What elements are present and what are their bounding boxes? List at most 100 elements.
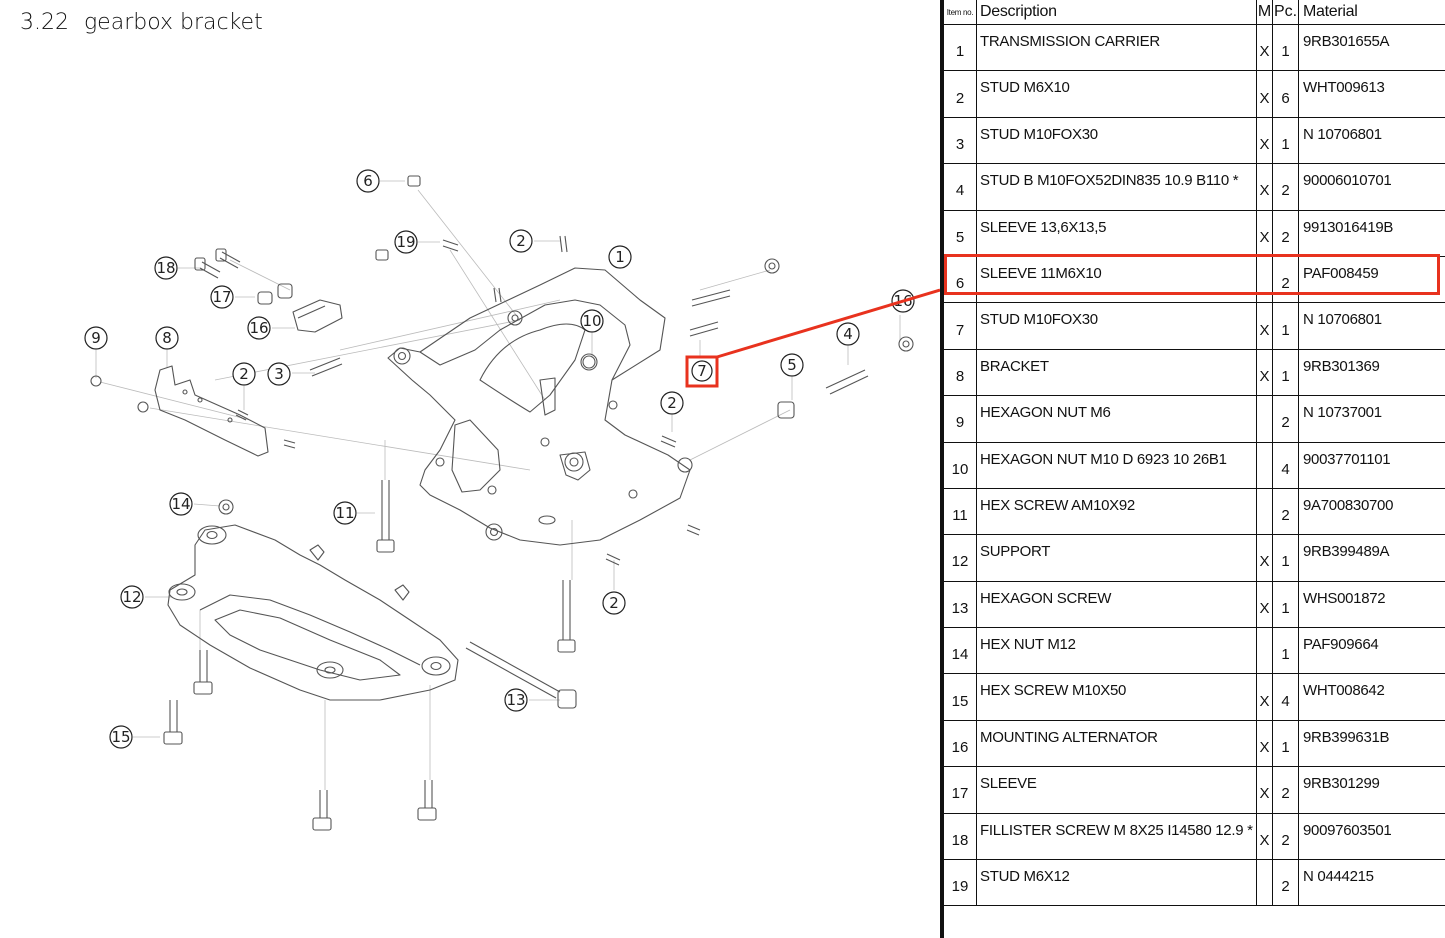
header-pc: Pc. [1272, 0, 1299, 25]
cell-material: N 0444215 [1298, 859, 1445, 907]
cell-material: N 10706801 [1298, 302, 1445, 350]
highlight-connector [716, 288, 940, 359]
callout: 2 [232, 362, 256, 386]
cell-description: HEXAGON NUT M6 [976, 395, 1257, 443]
callout: 5 [780, 353, 804, 377]
callout: 12 [120, 585, 144, 609]
cell-m: X [1256, 349, 1273, 397]
callout: 9 [84, 326, 108, 350]
cell-item-no: 5 [944, 210, 977, 257]
svg-text:8: 8 [162, 329, 172, 347]
cell-item-no: 2 [944, 70, 977, 118]
cell-pc: 6 [1272, 70, 1299, 118]
cell-material: PAF008459 [1298, 256, 1445, 304]
cell-m: X [1256, 24, 1273, 72]
cell-item-no: 6 [944, 256, 977, 304]
cell-description: STUD M6X10 [976, 70, 1257, 118]
cell-material: N 10706801 [1298, 117, 1445, 165]
svg-text:11: 11 [335, 504, 354, 522]
cell-material: 9RB301655A [1298, 24, 1445, 72]
cell-m [1256, 627, 1273, 675]
header-item-no: Item no. [944, 0, 977, 25]
callout: 2 [660, 391, 684, 415]
svg-text:9: 9 [91, 329, 101, 347]
cell-item-no: 16 [944, 720, 977, 768]
cell-item-no: 4 [944, 163, 977, 211]
panel-divider [940, 0, 944, 938]
svg-text:7: 7 [697, 362, 707, 380]
cell-m [1256, 256, 1273, 304]
page-title: 3.22 gearbox bracket [20, 10, 271, 35]
cell-m: X [1256, 581, 1273, 629]
cell-description: STUD M10FOX30 [976, 117, 1257, 165]
cell-m: X [1256, 813, 1273, 861]
callout: 2 [602, 591, 626, 615]
cell-description: HEXAGON NUT M10 D 6923 10 26B1 [976, 442, 1257, 489]
callout: 13 [504, 688, 528, 712]
cell-item-no: 10 [944, 442, 977, 489]
header-material: Material [1298, 0, 1445, 25]
callout: 1 [608, 245, 632, 269]
cell-pc: 4 [1272, 442, 1299, 489]
svg-text:15: 15 [111, 728, 130, 746]
cell-description: HEX SCREW AM10X92 [976, 488, 1257, 536]
cell-material: 9RB399489A [1298, 534, 1445, 582]
exploded-parts-diagram: 6 19 2 1 18 17 16 9 8 2 3 10 7 4 5 2 16 … [84, 169, 940, 831]
callout-labels: 6 19 2 1 18 17 16 9 8 2 3 10 7 4 5 2 16 … [84, 169, 915, 749]
cell-description: FILLISTER SCREW M 8X25 I14580 12.9 * [976, 813, 1257, 861]
cell-pc: 1 [1272, 534, 1299, 582]
cell-item-no: 12 [944, 534, 977, 582]
cell-material: 9913016419B [1298, 210, 1445, 257]
table-header-row: Item no. Description M Pc. Material [944, 0, 1445, 25]
svg-text:10: 10 [582, 312, 601, 330]
cell-m [1256, 488, 1273, 536]
cell-pc: 2 [1272, 395, 1299, 443]
svg-text:2: 2 [667, 394, 677, 412]
svg-text:19: 19 [396, 233, 415, 251]
cell-material: PAF909664 [1298, 627, 1445, 675]
cell-item-no: 3 [944, 117, 977, 165]
header-m: M [1256, 0, 1273, 25]
cell-pc: 2 [1272, 813, 1299, 861]
svg-text:4: 4 [843, 325, 853, 343]
svg-text:17: 17 [212, 288, 231, 306]
cell-material: 9RB301299 [1298, 766, 1445, 814]
cell-m: X [1256, 534, 1273, 582]
cell-description: HEX NUT M12 [976, 627, 1257, 675]
svg-text:2: 2 [609, 594, 619, 612]
cell-item-no: 14 [944, 627, 977, 675]
cell-pc: 4 [1272, 673, 1299, 721]
cell-pc: 2 [1272, 859, 1299, 907]
cell-m: X [1256, 117, 1273, 165]
cell-m [1256, 859, 1273, 907]
cell-item-no: 11 [944, 488, 977, 536]
callout: 2 [509, 229, 533, 253]
cell-m [1256, 442, 1273, 489]
callout: 11 [333, 501, 357, 525]
cell-item-no: 18 [944, 813, 977, 861]
cell-pc: 2 [1272, 256, 1299, 304]
cell-pc: 1 [1272, 117, 1299, 165]
cell-m: X [1256, 673, 1273, 721]
svg-text:2: 2 [239, 365, 249, 383]
svg-text:14: 14 [171, 495, 190, 513]
callout: 19 [394, 230, 418, 254]
cell-pc: 2 [1272, 766, 1299, 814]
svg-text:16: 16 [249, 319, 268, 337]
cell-m: X [1256, 70, 1273, 118]
cell-material: WHS001872 [1298, 581, 1445, 629]
callout: 3 [267, 362, 291, 386]
cell-description: TRANSMISSION CARRIER [976, 24, 1257, 72]
cell-pc: 2 [1272, 163, 1299, 211]
callout-highlighted: 7 [685, 355, 719, 388]
